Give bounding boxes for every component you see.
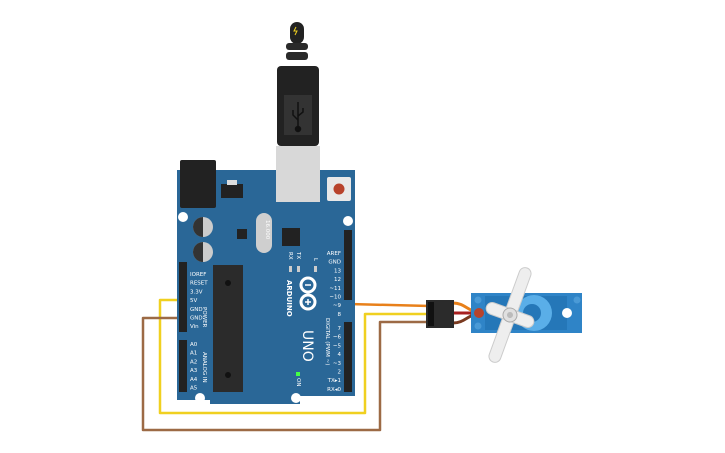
digital-pin-label: 4 (338, 352, 342, 358)
crystal-label: 16.000 (264, 220, 270, 240)
analog-pin-label: A3 (190, 368, 198, 374)
model-label: UNO (299, 330, 315, 362)
digital-title: DIGITAL (PWM ~) (324, 318, 330, 365)
analog-pin-label: A1 (190, 351, 197, 357)
digital-pin-label: ~10 (329, 295, 341, 301)
power-pin-label: 5V (190, 298, 197, 304)
analog-pin-label: A0 (190, 342, 198, 348)
digital-pin-label: 7 (338, 326, 342, 332)
digital-pin-label: AREF (327, 251, 341, 257)
atmega-chip (213, 265, 243, 392)
brand-label: ARDUINO (285, 280, 293, 317)
usb-icon (292, 102, 304, 133)
analog-pin-label: A5 (190, 386, 198, 392)
power-title: POWER (201, 307, 207, 328)
wire-gnd[interactable] (141, 316, 430, 432)
tx-led-label: TX (295, 251, 301, 259)
digital-pin-label: 13 (334, 268, 341, 274)
power-pin-label: RESET (190, 281, 208, 287)
power-pin-label: IOREF (190, 272, 206, 278)
digital-pin-label: ~9 (333, 303, 342, 309)
digital-pin-label: 2 (338, 370, 342, 376)
power-pin-label: GND (190, 307, 203, 313)
digital-pin-label: 8 (338, 312, 342, 318)
analog-pin-label: A2 (190, 359, 197, 365)
digital-pin-label: RX◂0 (327, 387, 341, 393)
l-led-label: L (312, 258, 318, 262)
power-pin-label: GND (190, 316, 203, 322)
on-led (296, 372, 300, 376)
digital-pin-label: ~11 (329, 286, 341, 292)
power-pin-label: Vin (190, 324, 199, 330)
digital-header-bottom[interactable] (344, 322, 352, 392)
servo-horn[interactable] (469, 259, 550, 370)
power-pin-label: 3.3V (190, 289, 203, 295)
micro-servo[interactable] (469, 259, 582, 370)
wire-signal-pin9[interactable] (348, 302, 431, 308)
arduino-logo (299, 276, 317, 311)
digital-pin-label: ~3 (333, 361, 342, 367)
digital-pin-label: 12 (334, 277, 341, 283)
on-led-label: ON (295, 378, 301, 386)
wire-5v[interactable] (158, 298, 430, 415)
rx-led-label: RX (287, 252, 293, 260)
digital-pin-label: ~5 (333, 343, 342, 349)
analog-pin-label: A4 (190, 377, 198, 383)
analog-title: ANALOG IN (201, 352, 207, 383)
analog-header[interactable] (179, 340, 187, 392)
arduino-uno-board[interactable]: 16.000 ARDUINO UNO IOREF RESET 3.3V 5V GND GN… (177, 150, 355, 404)
digital-pin-label: GND (328, 260, 341, 266)
digital-pin-label: ~6 (333, 335, 342, 341)
power-header[interactable] (179, 262, 187, 332)
digital-pin-label: TX▸1 (327, 378, 341, 384)
digital-header-top[interactable] (344, 230, 352, 300)
